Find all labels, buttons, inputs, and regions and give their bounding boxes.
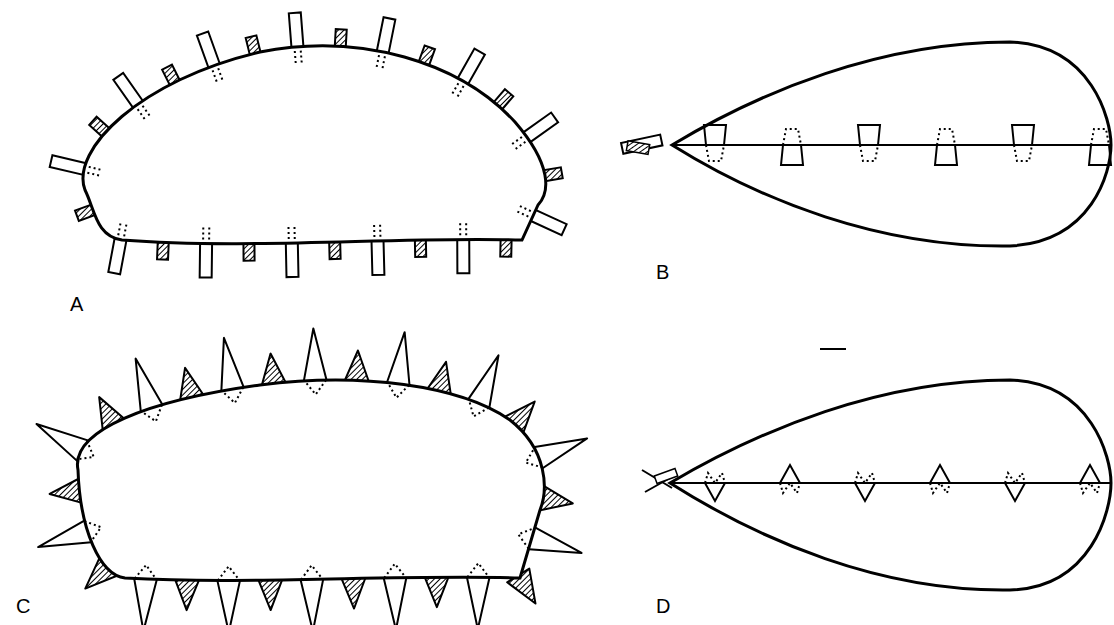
seta-root — [379, 223, 381, 237]
seta-root — [304, 380, 326, 394]
seta-root — [84, 521, 101, 542]
seta-section — [930, 465, 950, 483]
seta-root — [526, 447, 543, 467]
panel-letter: D — [654, 596, 672, 616]
seta — [257, 577, 283, 610]
panel-letter: C — [14, 596, 32, 616]
seta-root — [516, 211, 529, 217]
seta-root — [930, 483, 950, 493]
seta-stub — [654, 468, 677, 483]
seta-root — [287, 225, 289, 239]
seta-root — [293, 225, 295, 239]
section-outline — [672, 42, 1111, 246]
seta-root — [124, 223, 127, 237]
seta-root — [384, 564, 406, 578]
seta-root — [213, 70, 218, 83]
seta-root — [780, 483, 800, 493]
seta-root — [222, 387, 243, 403]
seta-section — [858, 125, 880, 145]
scale-bar — [820, 348, 846, 350]
seta-root — [373, 223, 375, 237]
seta — [300, 576, 324, 625]
seta-root — [87, 173, 101, 176]
seta-root — [376, 55, 379, 69]
seta-root — [860, 145, 878, 161]
seta-root — [459, 221, 461, 235]
seta-root — [141, 405, 162, 422]
seta — [174, 577, 200, 610]
seta — [200, 239, 212, 277]
seta — [386, 332, 410, 388]
seta — [286, 239, 299, 277]
seta-root — [382, 56, 385, 70]
seta-root — [467, 563, 489, 577]
seta-root — [511, 137, 522, 145]
seta-root — [218, 68, 223, 81]
setae-c — [36, 328, 587, 625]
seta-root — [295, 51, 296, 65]
seta-root — [855, 473, 875, 483]
seta-section — [1012, 125, 1034, 145]
seta-root — [1080, 483, 1100, 493]
seta-root — [301, 51, 302, 65]
seta-section — [1080, 465, 1100, 483]
seta-root — [208, 226, 210, 240]
seta-root — [469, 399, 489, 416]
seta-section — [780, 465, 800, 483]
seta-root — [937, 129, 955, 145]
seta-section — [704, 125, 726, 145]
seta — [217, 577, 241, 625]
seta-section — [855, 483, 875, 501]
section-outline — [670, 380, 1111, 590]
seta-root — [138, 109, 146, 120]
seta — [221, 338, 245, 394]
panel-letter: A — [68, 294, 85, 314]
seta-root — [135, 565, 157, 579]
seta-root — [783, 129, 801, 145]
seta-root — [388, 382, 409, 397]
roots-c — [76, 380, 543, 580]
seta — [424, 574, 450, 607]
seta-root — [76, 441, 94, 460]
seta-section — [781, 145, 803, 165]
midline — [672, 144, 1111, 146]
seta-root — [1014, 145, 1032, 161]
seta-stub — [621, 135, 662, 154]
roots-a — [87, 51, 530, 240]
seta-root — [89, 167, 103, 170]
seta — [303, 328, 327, 383]
seta-section — [935, 145, 957, 165]
body-outline — [83, 46, 546, 244]
seta-root — [705, 473, 725, 483]
seta-section — [1089, 145, 1111, 165]
seta — [134, 576, 158, 625]
seta — [383, 575, 407, 625]
seta — [466, 574, 490, 625]
seta-section — [705, 483, 725, 501]
seta-root — [514, 142, 525, 150]
seta-root — [301, 565, 323, 579]
seta-root — [451, 83, 458, 95]
seta-root — [706, 145, 724, 161]
seta-root — [1005, 473, 1025, 483]
setae-d — [705, 465, 1100, 501]
seta-root — [143, 106, 151, 117]
seta-root — [457, 86, 464, 98]
body-outline — [77, 380, 544, 580]
seta-root — [465, 221, 467, 235]
seta-root — [1091, 129, 1109, 145]
panel-letter: B — [654, 262, 671, 282]
seta-root — [518, 205, 531, 211]
seta-root — [218, 566, 240, 580]
setae-a — [50, 12, 567, 277]
seta-root — [202, 225, 204, 239]
setae-b — [704, 125, 1111, 165]
seta-stub — [626, 141, 649, 155]
seta — [340, 575, 366, 608]
seta-section — [1005, 483, 1025, 501]
midline — [670, 482, 1111, 484]
seta-root — [518, 528, 534, 549]
seta-root — [118, 221, 121, 235]
